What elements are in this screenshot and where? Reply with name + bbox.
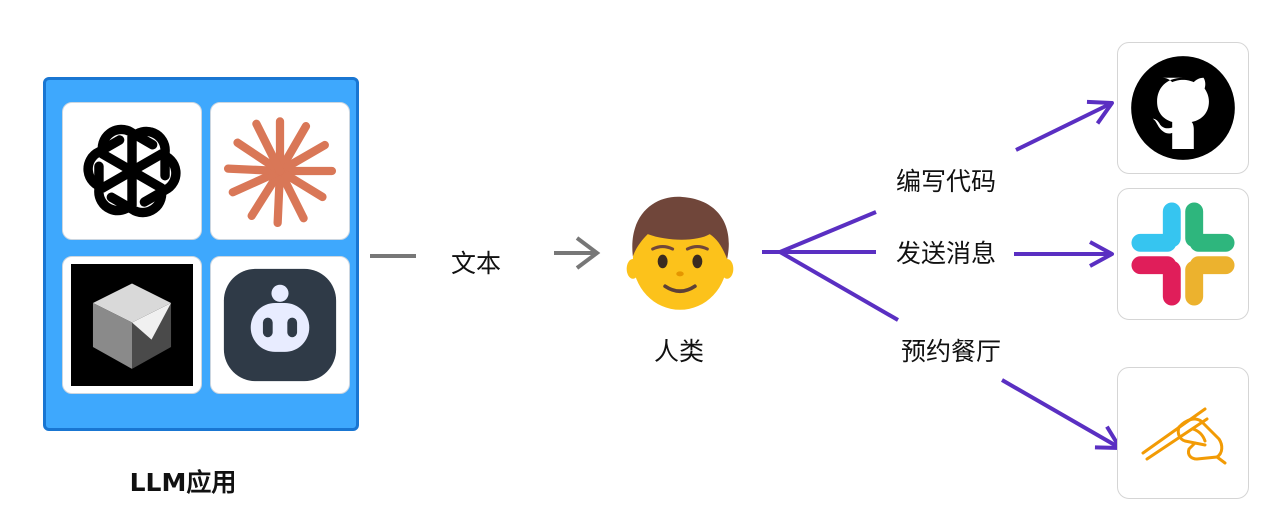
openai-tile[interactable] [62,102,202,240]
branch-lines [762,210,899,322]
arrow-to-restaurant [1001,378,1122,450]
text-arrow-head [554,236,601,270]
chopsticks-icon [1141,407,1227,465]
cube-logo-icon [71,264,193,386]
bot-tile[interactable] [210,256,350,394]
llm-apps-caption: LLM应用 [129,468,237,497]
restaurant-card[interactable] [1117,367,1249,499]
slack-icon [1131,202,1235,306]
openai-logo-icon [73,112,191,230]
github-card[interactable] [1117,42,1249,174]
human-icon [626,196,734,310]
claude-tile[interactable] [210,102,350,240]
bot-logo-icon [223,268,337,382]
human-label: 人类 [653,337,705,366]
llm-apps-panel [43,77,359,431]
text-label: 文本 [450,249,502,278]
claude-logo-icon [223,117,337,228]
action-label-restaurant: 预约餐厅 [900,337,1002,366]
action-label-code: 编写代码 [895,167,997,196]
cube-tile[interactable] [62,256,202,394]
action-label-message: 发送消息 [895,239,997,268]
arrow-to-github [1015,99,1114,152]
github-icon [1131,56,1235,160]
slack-card[interactable] [1117,188,1249,320]
